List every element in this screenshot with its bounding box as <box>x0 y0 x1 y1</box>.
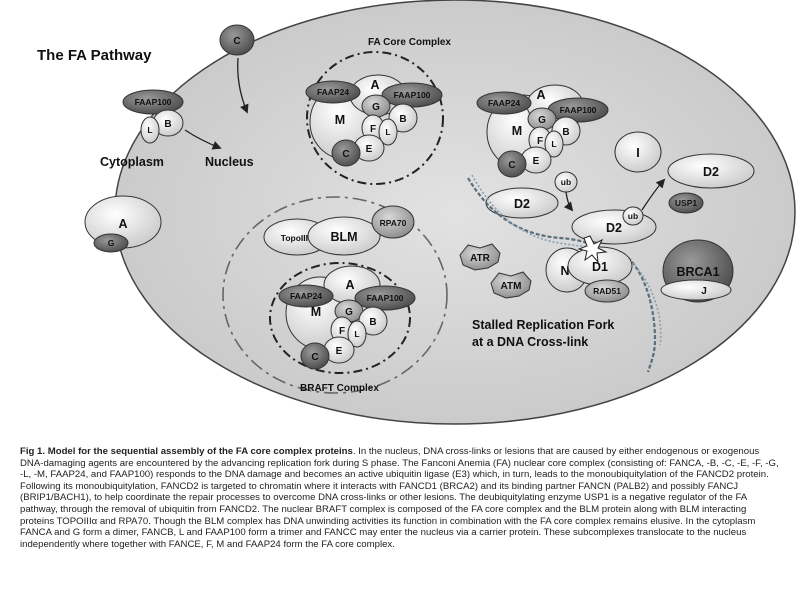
svg-text:L: L <box>385 127 390 137</box>
svg-text:FAAP24: FAAP24 <box>290 291 322 301</box>
svg-text:M: M <box>512 124 522 138</box>
svg-text:L: L <box>147 125 152 135</box>
svg-text:RAD51: RAD51 <box>593 286 621 296</box>
dimer-a-g: A G <box>84 195 162 253</box>
protein-rad51: RAD51 <box>584 279 630 303</box>
fa-pathway-diagram: The FA Pathway Cytoplasm Nucleus C FAAP1… <box>37 0 796 425</box>
svg-text:B: B <box>562 127 569 138</box>
ubiquitin-tag-2: ub <box>622 206 644 226</box>
svg-text:E: E <box>533 156 540 167</box>
svg-text:C: C <box>311 352 318 363</box>
svg-text:E: E <box>336 346 343 357</box>
figure-caption: Fig 1. Model for the sequential assembly… <box>20 446 782 550</box>
svg-text:TopoIIIα: TopoIIIα <box>281 233 314 243</box>
svg-text:L: L <box>354 329 359 339</box>
svg-text:D2: D2 <box>606 221 622 235</box>
protein-usp1: USP1 <box>668 192 704 214</box>
arrow-trimer-into-nucleus <box>184 129 222 150</box>
fa-core-active: M A FAAP24 FAAP100 G B F L E C <box>476 84 609 178</box>
arrow-deubiquitylation <box>641 178 666 211</box>
svg-text:M: M <box>335 113 345 127</box>
svg-text:F: F <box>537 136 543 147</box>
protein-atr: ATR <box>459 243 501 271</box>
svg-text:RPA70: RPA70 <box>380 218 407 228</box>
svg-text:G: G <box>372 102 380 113</box>
svg-text:M: M <box>311 305 321 319</box>
protein-d2-released: D2 <box>667 153 755 189</box>
svg-text:BRCA1: BRCA1 <box>676 265 719 279</box>
svg-text:L: L <box>551 139 556 149</box>
protein-d2-unmodified: D2 <box>485 187 559 219</box>
braft-complex-label: BRAFT Complex <box>300 383 379 394</box>
svg-text:B: B <box>399 114 406 125</box>
svg-text:N: N <box>560 264 569 278</box>
svg-text:C: C <box>233 36 240 47</box>
svg-text:E: E <box>366 144 373 155</box>
svg-text:F: F <box>370 124 376 135</box>
svg-text:FAAP100: FAAP100 <box>135 97 172 107</box>
svg-text:ATM: ATM <box>501 281 522 292</box>
nucleus-label: Nucleus <box>205 155 254 169</box>
fa-core-boundary <box>306 51 444 185</box>
svg-text:ATR: ATR <box>470 253 491 264</box>
svg-text:FAAP100: FAAP100 <box>560 105 597 115</box>
svg-text:FAAP100: FAAP100 <box>394 90 431 100</box>
fa-core-complex: M A FAAP24 FAAP100 G B F L E C <box>305 74 443 167</box>
svg-text:F: F <box>339 326 345 337</box>
svg-text:D2: D2 <box>703 165 719 179</box>
svg-text:A: A <box>370 78 379 92</box>
svg-text:FAAP24: FAAP24 <box>488 98 520 108</box>
braft-core-boundary <box>269 262 411 374</box>
svg-text:G: G <box>538 115 546 126</box>
svg-text:ub: ub <box>628 211 638 221</box>
svg-text:J: J <box>701 286 707 297</box>
svg-text:FAAP100: FAAP100 <box>367 293 404 303</box>
svg-text:A: A <box>345 278 354 292</box>
svg-text:ub: ub <box>561 177 571 187</box>
caption-heading: Fig 1. Model for the sequential assembly… <box>20 446 353 457</box>
trimer-b-l-faap100: FAAP100 B L <box>122 89 184 144</box>
diagram-title: The FA Pathway <box>37 47 152 64</box>
svg-text:G: G <box>108 238 115 248</box>
svg-text:C: C <box>508 160 515 171</box>
svg-text:FAAP24: FAAP24 <box>317 87 349 97</box>
svg-text:G: G <box>345 307 353 318</box>
protein-j: J <box>660 279 732 301</box>
svg-text:BLM: BLM <box>330 230 357 244</box>
fa-core-complex-label: FA Core Complex <box>368 37 451 48</box>
arrow-ub-to-d2 <box>563 191 574 212</box>
svg-text:D1: D1 <box>592 260 608 274</box>
arrow-c-into-nucleus <box>237 57 249 114</box>
svg-text:B: B <box>164 119 171 130</box>
stalled-fork-label-line1: Stalled Replication Fork <box>472 318 614 332</box>
svg-text:D2: D2 <box>514 197 530 211</box>
svg-text:USP1: USP1 <box>675 198 697 208</box>
protein-atm: ATM <box>490 271 532 299</box>
cytoplasm-label: Cytoplasm <box>100 155 164 169</box>
caption-body: . In the nucleus, DNA cross-links or les… <box>20 446 779 550</box>
protein-i: I <box>614 131 662 173</box>
svg-text:I: I <box>636 146 639 160</box>
braft-fa-core: M A FAAP24 FAAP100 G B F L E C <box>278 265 416 370</box>
svg-text:C: C <box>342 149 349 160</box>
svg-text:A: A <box>536 88 545 102</box>
stalled-fork-label-line2: at a DNA Cross-link <box>472 335 588 349</box>
braft-blm-subcomplex: TopoIIIα BLM RPA70 <box>263 205 415 256</box>
protein-c-cytoplasm: C <box>219 24 255 56</box>
dna-crosslink-lesion <box>577 235 608 264</box>
svg-text:B: B <box>369 317 376 328</box>
braft-boundary <box>222 196 448 394</box>
svg-text:A: A <box>118 217 127 231</box>
ubiquitin-tag-1: ub <box>554 171 578 193</box>
